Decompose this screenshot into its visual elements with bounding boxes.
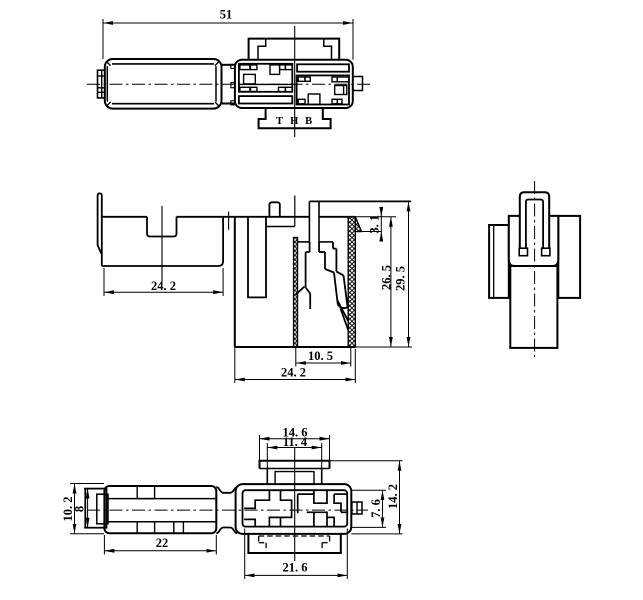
svg-text:7. 6: 7. 6 (369, 499, 383, 518)
svg-text:10. 5: 10. 5 (308, 349, 333, 363)
svg-text:24. 2: 24. 2 (281, 366, 306, 380)
svg-text:T: T (276, 116, 283, 127)
svg-text:51: 51 (220, 8, 233, 22)
svg-text:29. 5: 29. 5 (394, 266, 408, 291)
svg-text:8: 8 (73, 506, 87, 512)
svg-text:11. 4: 11. 4 (283, 435, 308, 449)
svg-text:26. 5: 26. 5 (379, 265, 393, 290)
svg-text:3. 1: 3. 1 (368, 215, 382, 234)
svg-text:14. 6: 14. 6 (283, 425, 308, 439)
svg-text:10. 2: 10. 2 (61, 497, 75, 522)
svg-text:21. 6: 21. 6 (283, 561, 308, 575)
svg-text:B: B (305, 116, 312, 127)
svg-text:24. 2: 24. 2 (151, 279, 176, 293)
svg-text:22: 22 (156, 536, 169, 550)
svg-text:14. 2: 14. 2 (386, 484, 400, 509)
svg-text:H: H (290, 116, 298, 127)
